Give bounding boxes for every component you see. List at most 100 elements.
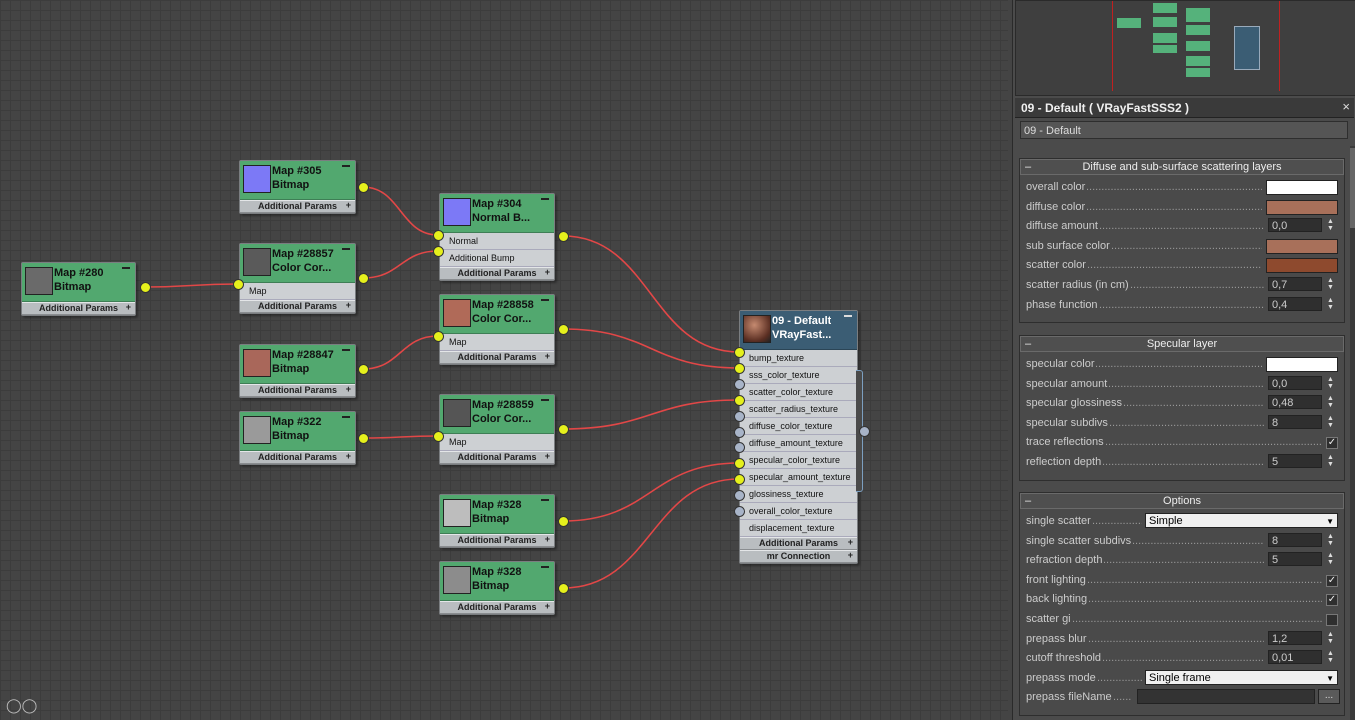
dropdown[interactable]: Single frame▼ (1145, 669, 1338, 685)
input-slot-normal[interactable]: Normal (440, 233, 554, 250)
wire[interactable] (362, 250, 439, 279)
wire[interactable] (562, 462, 740, 522)
wire[interactable] (362, 335, 439, 370)
mr-connection[interactable]: mr Connection (740, 550, 857, 563)
input-port[interactable] (433, 431, 444, 442)
output-port[interactable] (358, 433, 369, 444)
spinner-field[interactable]: 0,4 (1268, 296, 1322, 311)
material-input-port[interactable] (734, 347, 745, 358)
scrollbar[interactable] (1350, 146, 1355, 720)
input-slot-map[interactable]: Map (440, 434, 554, 451)
spinner-arrows-icon[interactable]: ▲▼ (1327, 375, 1334, 390)
input-slot-scatter-radius-texture[interactable]: scatter_radius_texture (740, 401, 857, 418)
collapse-icon[interactable]: – (1025, 338, 1032, 350)
spinner-field[interactable]: 8 (1268, 532, 1322, 547)
minimize-icon[interactable] (844, 315, 852, 317)
spinner-arrows-icon[interactable]: ▲▼ (1327, 414, 1334, 429)
minimize-icon[interactable] (342, 165, 350, 167)
material-name-field[interactable]: 09 - Default (1020, 121, 1348, 139)
filename-field[interactable] (1137, 689, 1315, 705)
input-slot-diffuse-amount-texture[interactable]: diffuse_amount_texture (740, 435, 857, 452)
output-port[interactable] (558, 583, 569, 594)
input-port[interactable] (433, 246, 444, 257)
minimize-icon[interactable] (541, 499, 549, 501)
minimize-icon[interactable] (122, 267, 130, 269)
checkbox[interactable]: ✓ (1326, 594, 1338, 607)
minimize-icon[interactable] (342, 349, 350, 351)
input-slot-diffuse-color-texture[interactable]: diffuse_color_texture (740, 418, 857, 435)
rollout-header[interactable]: –Specular layer (1020, 336, 1344, 352)
input-slot-sss-color-texture[interactable]: sss_color_texture (740, 367, 857, 384)
color-swatch[interactable] (1266, 238, 1338, 254)
wire[interactable] (562, 235, 740, 353)
collapse-icon[interactable]: – (1025, 495, 1032, 507)
output-port[interactable] (140, 282, 151, 293)
output-port[interactable] (358, 273, 369, 284)
checkbox[interactable] (1326, 614, 1338, 626)
checkbox[interactable]: ✓ (1326, 574, 1338, 587)
output-port[interactable] (358, 182, 369, 193)
additional-params[interactable]: Additional Params (440, 534, 554, 547)
wire[interactable] (562, 328, 740, 369)
additional-params[interactable]: Additional Params (440, 451, 554, 464)
wire[interactable] (362, 186, 439, 236)
spinner-arrows-icon[interactable]: ▲▼ (1327, 532, 1334, 547)
color-swatch[interactable] (1266, 180, 1338, 195)
minimize-icon[interactable] (541, 399, 549, 401)
navigator-minimap[interactable] (1015, 0, 1355, 96)
material-input-port[interactable] (734, 363, 745, 374)
additional-params[interactable]: Additional Params (740, 537, 857, 550)
input-slot-glossiness-texture[interactable]: glossiness_texture (740, 486, 857, 503)
input-slot-bump-texture[interactable]: bump_texture (740, 350, 857, 367)
material-input-port[interactable] (734, 474, 745, 485)
additional-params[interactable]: Additional Params (22, 302, 135, 315)
material-input-port[interactable] (734, 490, 745, 501)
material-input-port[interactable] (734, 458, 745, 469)
spinner-field[interactable]: 0,0 (1268, 218, 1322, 233)
spinner-field[interactable]: 8 (1268, 414, 1322, 429)
spinner-field[interactable]: 5 (1268, 454, 1322, 468)
color-swatch[interactable] (1266, 199, 1338, 215)
output-port[interactable] (558, 424, 569, 435)
spinner-field[interactable]: 0,48 (1268, 395, 1322, 410)
spinner-arrows-icon[interactable]: ▲▼ (1327, 218, 1334, 233)
additional-params[interactable]: Additional Params (240, 384, 355, 397)
input-slot-map[interactable]: Map (240, 283, 355, 300)
color-swatch[interactable] (1266, 258, 1338, 274)
material-input-port[interactable] (734, 506, 745, 517)
additional-params[interactable]: Additional Params (440, 601, 554, 614)
minimize-icon[interactable] (541, 299, 549, 301)
collapse-icon[interactable]: – (1025, 161, 1032, 173)
minimize-icon[interactable] (342, 248, 350, 250)
spinner-field[interactable]: 1,2 (1268, 630, 1322, 645)
additional-params[interactable]: Additional Params (240, 300, 355, 313)
output-port[interactable] (358, 364, 369, 375)
scrollbar-thumb[interactable] (1350, 148, 1355, 228)
spinner-arrows-icon[interactable]: ▲▼ (1327, 296, 1334, 311)
binoculars-icon[interactable]: ◯◯ (6, 697, 38, 713)
input-port[interactable] (433, 230, 444, 241)
wire[interactable] (144, 283, 239, 288)
minimize-icon[interactable] (541, 566, 549, 568)
checkbox[interactable]: ✓ (1326, 437, 1338, 450)
close-icon[interactable]: × (1342, 99, 1350, 114)
input-slot-overall-color-texture[interactable]: overall_color_texture (740, 503, 857, 520)
additional-params[interactable]: Additional Params (440, 267, 554, 280)
rollout-header[interactable]: –Options (1020, 493, 1344, 509)
spinner-field[interactable]: 0,0 (1268, 375, 1322, 390)
output-port[interactable] (558, 516, 569, 527)
material-input-port[interactable] (734, 379, 745, 390)
minimize-icon[interactable] (541, 198, 549, 200)
minimize-icon[interactable] (342, 416, 350, 418)
additional-params[interactable]: Additional Params (240, 200, 355, 213)
input-slot-specular-color-texture[interactable]: specular_color_texture (740, 452, 857, 469)
input-slot-specular-amount-texture[interactable]: specular_amount_texture (740, 469, 857, 486)
